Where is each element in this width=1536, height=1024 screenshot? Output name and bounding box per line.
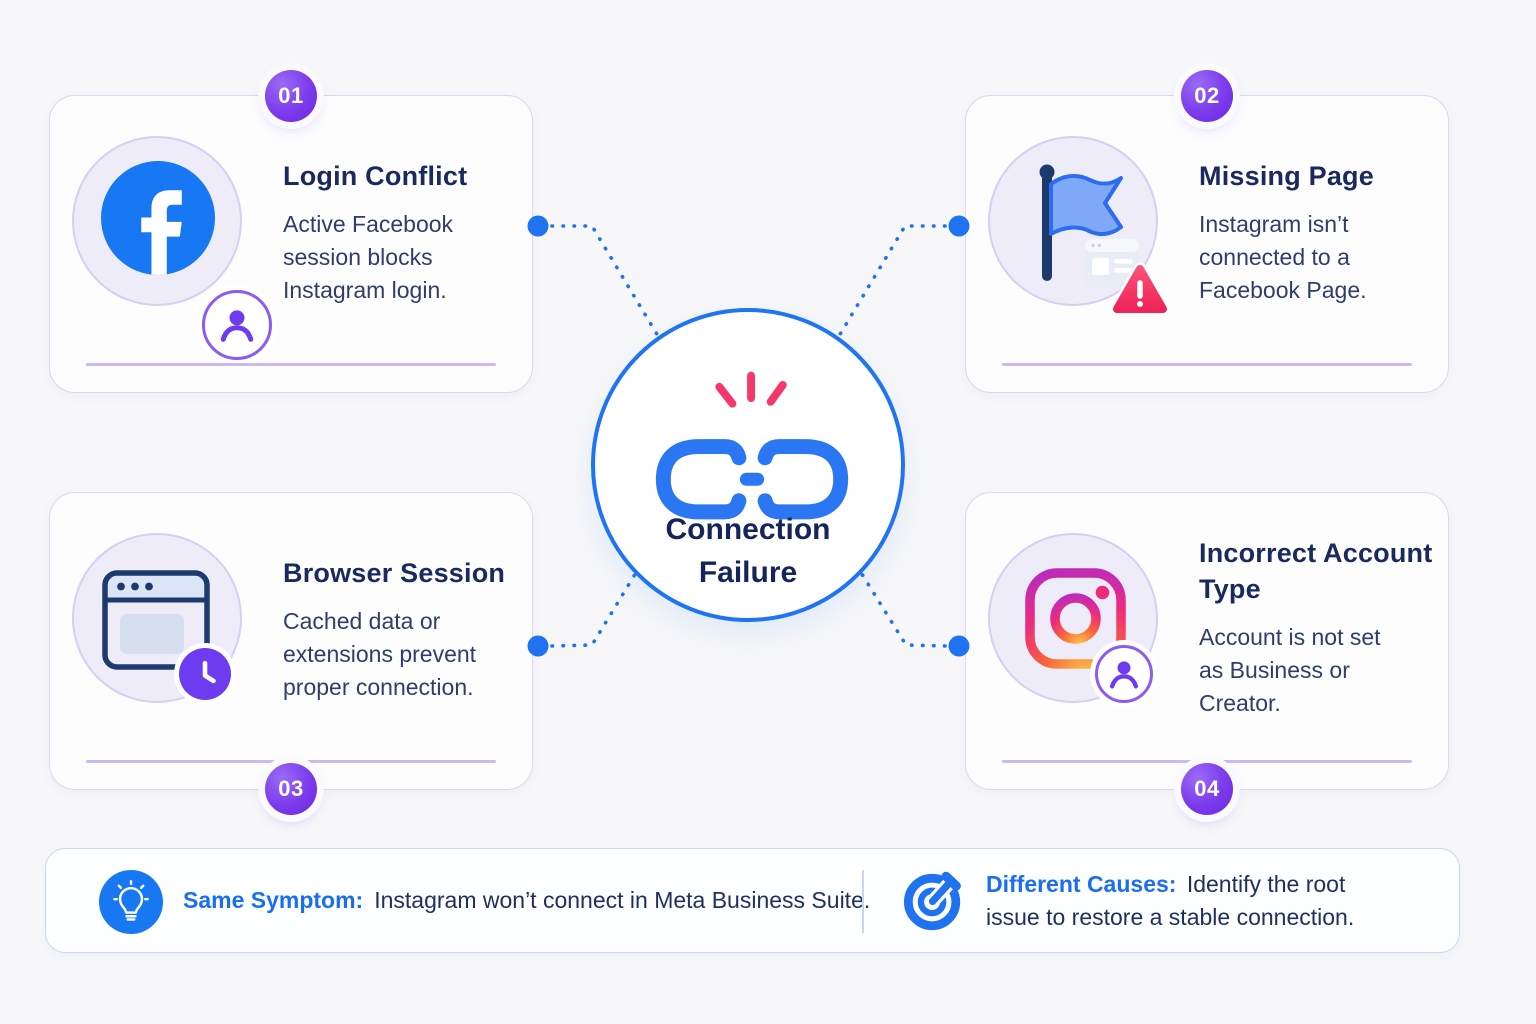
browser-window-icon — [72, 533, 242, 703]
page-icon — [1085, 239, 1139, 287]
facebook-logo-circle — [101, 161, 215, 275]
card-browser-session: 03 Browser Session Cached data or extens… — [49, 492, 533, 815]
card-description: Account is not set as Business or Creato… — [1199, 624, 1381, 716]
card-description: Active Facebook session blocks Instagram… — [283, 211, 454, 303]
card-login-conflict: 01 Login Conflict Active Facebook sessio… — [49, 70, 533, 393]
card-title: Incorrect Account Type — [1199, 538, 1433, 604]
lightbulb-icon — [99, 870, 163, 934]
broken-link-icon — [655, 371, 849, 520]
connector-top-right — [837, 224, 947, 338]
facebook-icon — [72, 136, 272, 360]
card-underline — [1002, 363, 1412, 366]
same-symptom-label: Same Symptom: — [183, 887, 364, 913]
card-missing-page: 02 — [965, 70, 1449, 393]
step-number-badge: 04 — [1181, 763, 1233, 815]
card-description: Cached data or extensions prevent proper… — [283, 608, 477, 700]
different-causes-row: Different Causes: Identify the root issu… — [986, 868, 1392, 934]
same-symptom-text: Instagram won’t connect in Meta Business… — [374, 887, 871, 913]
step-number-badge: 03 — [265, 763, 317, 815]
step-number-badge: 02 — [1181, 70, 1233, 122]
different-causes-text: Identify the root issue to restore a sta… — [986, 870, 1355, 930]
different-causes-label: Different Causes: — [986, 870, 1177, 897]
connector-top-left — [550, 224, 660, 338]
target-icon — [903, 870, 965, 937]
footer-divider — [862, 870, 864, 933]
center-title: Connection Failure — [665, 513, 831, 589]
card-incorrect-account-type: 04 — [965, 492, 1449, 815]
card-underline — [86, 760, 496, 763]
instagram-icon — [988, 533, 1158, 703]
center-hub: Connection Failure — [591, 308, 905, 622]
same-symptom-row: Same Symptom: Instagram won’t connect in… — [183, 849, 870, 952]
card-underline — [86, 363, 496, 366]
footer-summary-bar: Same Symptom: Instagram won’t connect in… — [45, 848, 1460, 953]
flag-icon — [988, 136, 1170, 316]
warning-icon — [1110, 262, 1170, 316]
step-number-badge: 01 — [265, 70, 317, 122]
card-underline — [1002, 760, 1412, 763]
card-title: Login Conflict — [283, 161, 468, 191]
card-title: Browser Session — [283, 558, 506, 588]
person-icon — [202, 290, 272, 360]
person-icon — [1095, 645, 1153, 703]
card-description: Instagram isn’t connected to a Facebook … — [1199, 211, 1367, 303]
card-title: Missing Page — [1199, 161, 1374, 191]
clock-icon — [179, 648, 231, 700]
